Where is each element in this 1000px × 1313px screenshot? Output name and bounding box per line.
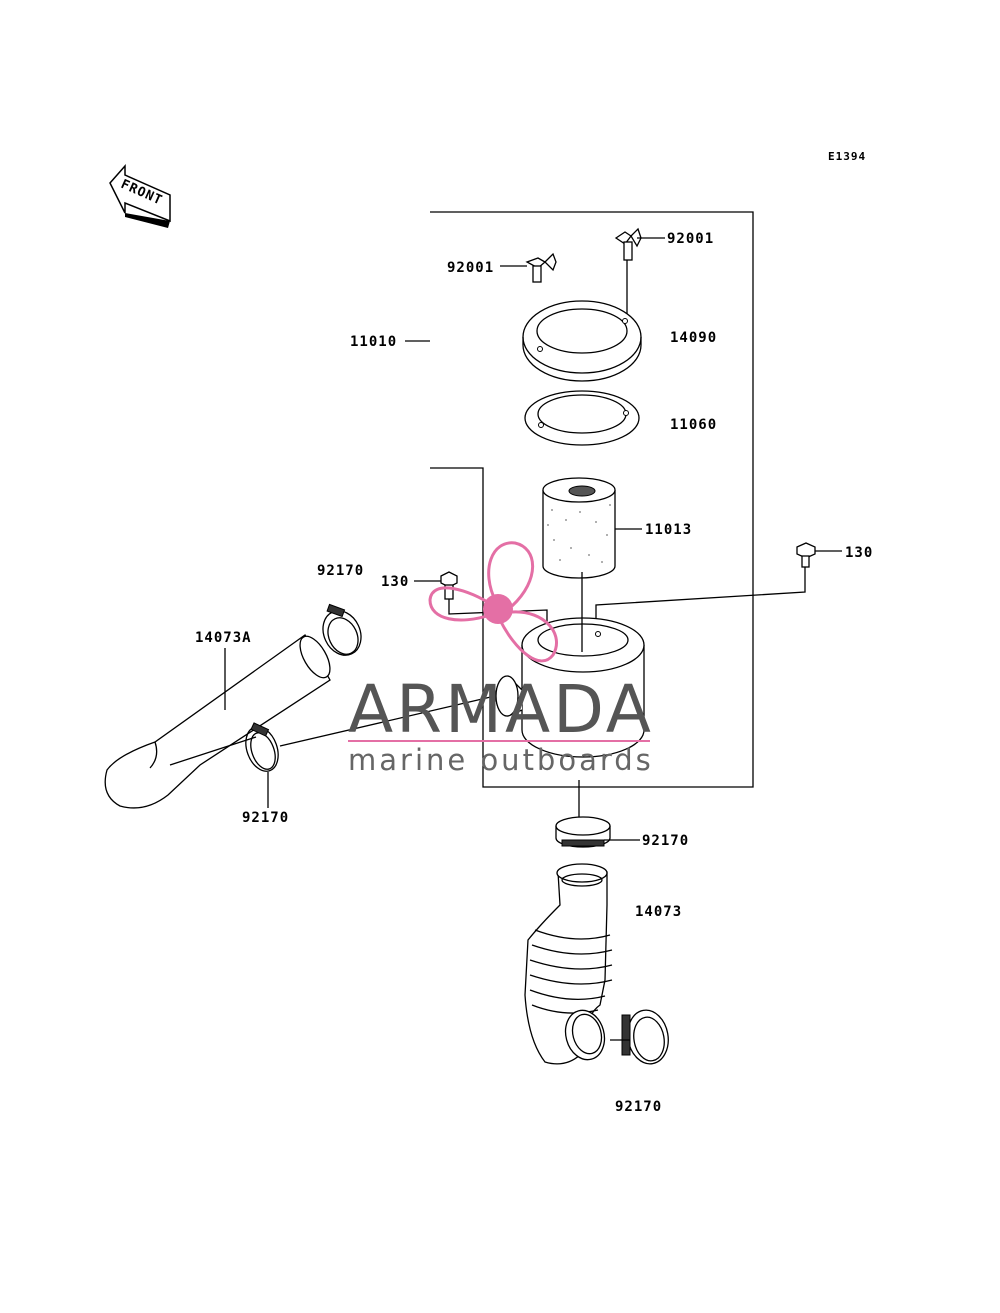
hose-clamp-lower-left [245,695,496,808]
label-11013: 11013 [645,522,692,538]
air-cleaner-cover [522,300,642,382]
bolt-right [595,542,842,630]
label-11060: 11060 [670,417,717,433]
label-92170-upper-left: 92170 [317,563,364,579]
wing-bolt-right [614,227,665,318]
label-11010: 11010 [350,334,397,350]
armada-watermark: ARMADA marine outboards [348,541,654,777]
watermark-tagline: marine outboards [348,743,654,777]
hose-clamp-center [555,816,640,848]
hose-clamp-upper-left [322,603,362,656]
label-130-right: 130 [845,545,873,561]
label-130-left: 130 [381,574,409,590]
label-92170-lower-left: 92170 [242,810,289,826]
label-14090: 14090 [670,330,717,346]
label-92001-right: 92001 [667,231,714,247]
assembly-bracket [405,211,754,788]
label-14073a: 14073A [195,630,252,646]
label-92170-center: 92170 [642,833,689,849]
duct-left [104,634,331,809]
filter-element [542,477,642,579]
label-92001-left: 92001 [447,260,494,276]
duct-main [524,863,613,1065]
wing-bolt-left [500,252,557,283]
label-92170-bottom: 92170 [615,1099,662,1115]
gasket-ring [524,390,640,446]
diagram-code: E1394 [828,150,866,163]
watermark-brand: ARMADA [348,671,654,748]
hose-clamp-bottom [610,1009,669,1065]
propeller-logo-icon [428,541,558,663]
front-arrow-icon: FRONT [109,164,171,228]
label-14073: 14073 [635,904,682,920]
bolt-left [414,571,548,640]
